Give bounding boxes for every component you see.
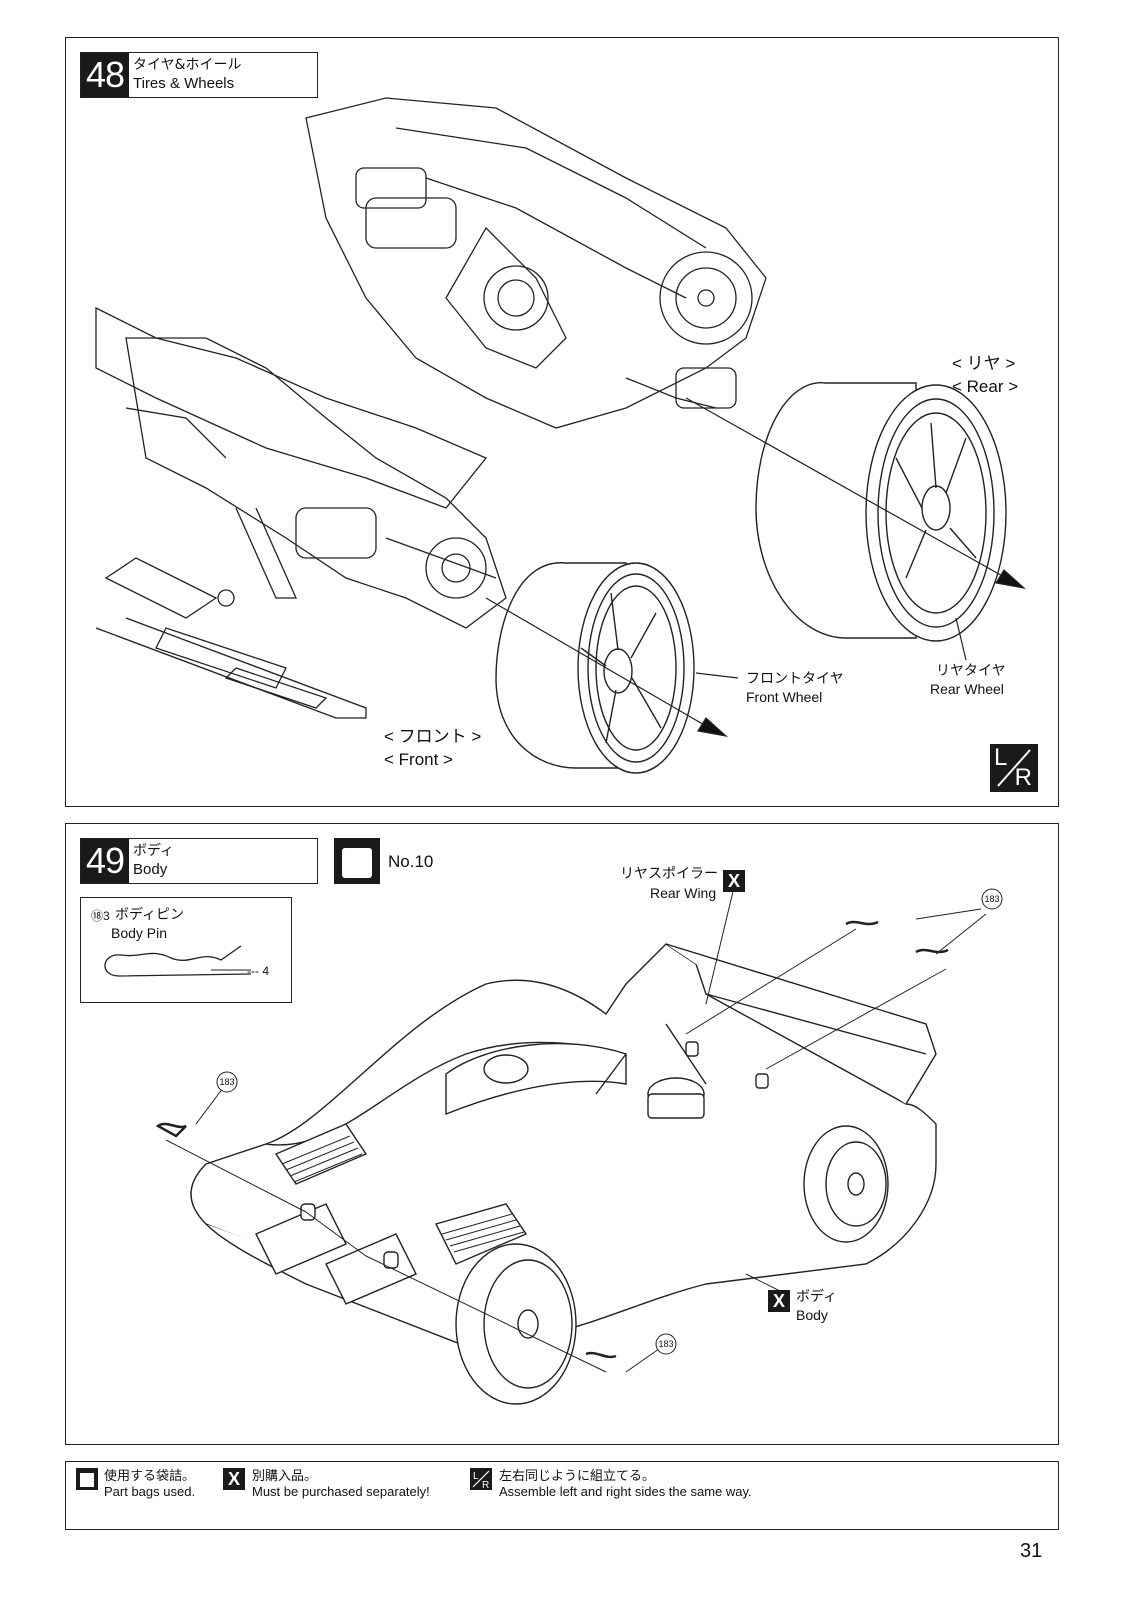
- bag-inner: [342, 848, 372, 878]
- part-box: ⑱3 ボディピン Body Pin --- 4: [80, 897, 292, 1003]
- chassis-illustration: [95, 97, 1026, 774]
- part-ref-183-b: 183: [658, 1339, 673, 1349]
- rear-wheel-label-jp: リヤタイヤ: [936, 662, 1006, 678]
- step-48-panel: 48 タイヤ&ホイール Tires & Wheels < リヤ > < Rear…: [65, 37, 1059, 807]
- left-right-icon: L R: [990, 744, 1038, 792]
- step-48-header: 48 タイヤ&ホイール Tires & Wheels: [80, 52, 318, 98]
- purchase-separately-icon: X: [723, 870, 745, 892]
- left-right-icon: L R: [470, 1468, 492, 1490]
- legend-lr-jp: 左右同じように組立てる。: [499, 1468, 656, 1483]
- purchase-separately-icon: X: [768, 1290, 790, 1312]
- body-label-en: Body: [796, 1307, 828, 1323]
- part-name-en: Body Pin: [111, 925, 168, 941]
- rear-wheel-drawing: [755, 382, 1007, 642]
- bag-inner: [80, 1473, 94, 1487]
- body-label-jp: ボディ: [796, 1288, 838, 1304]
- lr-slash: [997, 749, 1031, 787]
- lr-letter-l: L: [473, 1471, 479, 1482]
- front-wheel-label-jp: フロントタイヤ: [746, 670, 844, 686]
- bag-number: No.10: [388, 852, 434, 871]
- part-ref-numbers: 183 183 183: [219, 894, 999, 1349]
- lr-letter-l: L: [994, 744, 1008, 771]
- step-49-header: 49 ボディ Body: [80, 838, 318, 884]
- rear-wheel-label-en: Rear Wheel: [930, 681, 1004, 697]
- step-title-jp: ボディ: [133, 843, 175, 859]
- part-bag-icon: [76, 1468, 98, 1490]
- part-name-jp: ボディピン: [115, 906, 185, 922]
- lr-slash: L R: [472, 1470, 490, 1490]
- rear-wing-label-jp: リヤスポイラー: [620, 865, 718, 881]
- purchase-separately-icon: X: [223, 1468, 245, 1490]
- page-number: 31: [1020, 1540, 1043, 1562]
- rear-wing-label-en: Rear Wing: [650, 885, 717, 901]
- part-ref-circle: ⑱3: [91, 909, 110, 923]
- front-label-en: < Front >: [384, 750, 453, 769]
- part-bag-icon: [334, 838, 380, 884]
- step-49-panel: 183 183 183 49 ボディ Body No.10 ⑱3 ボディピン B…: [65, 823, 1059, 1445]
- step-number: 49: [81, 839, 129, 883]
- legend-purchase-en: Must be purchased separately!: [252, 1484, 430, 1499]
- front-label-jp: < フロント >: [384, 727, 482, 746]
- front-wheel-label-en: Front Wheel: [746, 689, 823, 705]
- legend-bag-jp: 使用する袋詰。: [104, 1468, 196, 1483]
- body-pin-icon: [104, 945, 252, 977]
- rear-label-jp: < リヤ >: [952, 354, 1016, 373]
- step-title-jp: タイヤ&ホイール: [133, 57, 242, 73]
- front-wheel-drawing: [495, 562, 695, 774]
- rear-label-en: < Rear >: [952, 377, 1019, 396]
- step-title-en: Tires & Wheels: [133, 75, 235, 92]
- step-title-en: Body: [133, 861, 168, 878]
- part-ref-183-a: 183: [219, 1077, 234, 1087]
- lr-letter-r: R: [1014, 764, 1032, 791]
- legend-purchase-jp: 別購入品。: [252, 1468, 318, 1483]
- legend-panel: 使用する袋詰。 Part bags used. X 別購入品。 Must be …: [65, 1461, 1059, 1530]
- lr-letter-r: R: [482, 1480, 489, 1490]
- part-ref-183-c: 183: [984, 894, 999, 904]
- step-number: 48: [81, 53, 129, 97]
- body-illustration: 183 183 183: [155, 878, 1003, 1405]
- legend-bag-en: Part bags used.: [104, 1484, 196, 1499]
- legend-lr-en: Assemble left and right sides the same w…: [499, 1484, 752, 1499]
- part-quantity: --- 4: [247, 964, 269, 978]
